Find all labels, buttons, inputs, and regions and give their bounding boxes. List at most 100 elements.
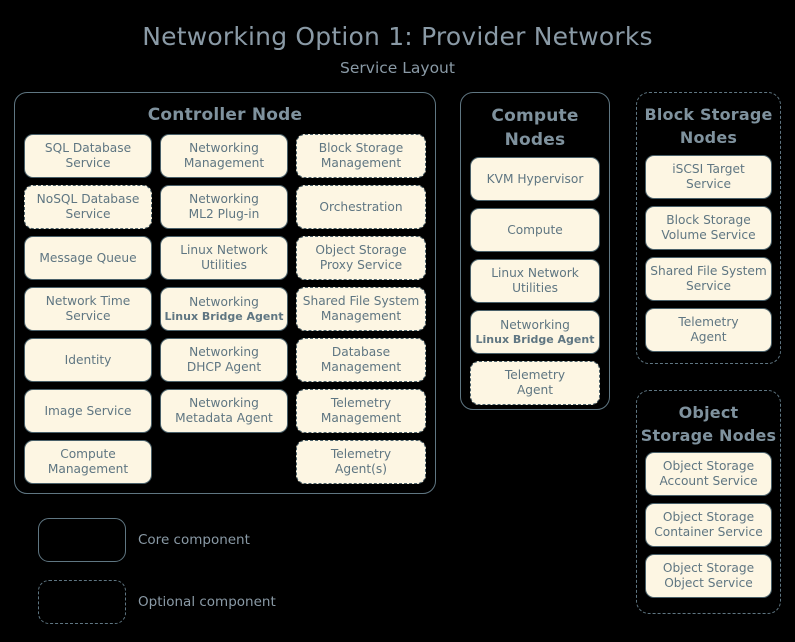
service-label-line-1: Object Storage xyxy=(662,561,755,575)
service-label-line-1: Image Service xyxy=(44,403,132,418)
service-label-line-2: Account Service xyxy=(659,474,758,488)
service-label-line-1: Linux Network xyxy=(180,243,268,257)
service-label-line-2: Agent xyxy=(690,330,727,344)
service-label-line-1: Shared File System xyxy=(302,294,420,308)
block-storage-nodes-title-line-2: Nodes xyxy=(679,128,738,147)
service-label-line-1: Networking xyxy=(189,396,259,410)
controller-service-identity[interactable]: Identity xyxy=(24,338,152,382)
service-label-line-1: iSCSI Target xyxy=(672,162,745,176)
service-label-line-1: Block Storage xyxy=(318,141,404,155)
service-label-line-1: Linux Network xyxy=(491,266,579,280)
compute-service-compute[interactable]: Compute xyxy=(470,208,600,252)
service-label-line-2: Service xyxy=(685,279,732,293)
service-label-line-1: Networking xyxy=(189,294,259,309)
service-label-line-1: Telemetry xyxy=(678,315,739,329)
service-label-line-2: DHCP Agent xyxy=(186,360,262,374)
block-storage-nodes-container: Block Storage Nodes xyxy=(636,92,781,364)
service-label-line-2: Service xyxy=(65,207,111,221)
service-label-line-2: Linux Bridge Agent xyxy=(164,309,284,323)
object-storage-nodes-title: Object Storage Nodes xyxy=(637,401,780,447)
service-label-line-1: Networking xyxy=(189,141,259,155)
legend-core-swatch xyxy=(38,518,126,562)
compute-nodes-title: Compute Nodes xyxy=(461,104,609,152)
legend-optional-swatch xyxy=(38,580,126,624)
service-label-line-2: Service xyxy=(65,156,111,170)
object-storage-nodes-title-line-2: Storage Nodes xyxy=(640,426,777,445)
service-label-line-2: Linux Bridge Agent xyxy=(475,332,595,346)
service-label-line-2: Management xyxy=(47,462,129,476)
service-label-line-1: Message Queue xyxy=(39,250,137,265)
object-storage-nodes-container: Object Storage Nodes xyxy=(636,390,781,614)
service-label-line-1: Telemetry xyxy=(330,396,392,410)
service-label-line-1: Compute xyxy=(60,447,116,461)
service-label-line-2: Agent(s) xyxy=(335,462,387,476)
service-label-line-1: Networking xyxy=(189,345,259,359)
service-label-line-2: Utilities xyxy=(512,281,558,295)
service-label-line-2: Management xyxy=(320,309,402,323)
service-label-line-1: Networking xyxy=(189,192,259,206)
block-storage-nodes-title: Block Storage Nodes xyxy=(637,103,780,149)
service-label-line-2: Utilities xyxy=(201,258,247,272)
service-label-line-1: Object Storage xyxy=(315,243,407,257)
page-subtitle: Service Layout xyxy=(340,59,455,77)
controller-node-container: Controller Node xyxy=(14,92,436,494)
controller-service-image-service[interactable]: Image Service xyxy=(24,389,152,433)
service-label-line-1: Networking xyxy=(500,317,570,332)
service-label-line-1: Block Storage xyxy=(666,213,751,227)
service-label-line-1: Telemetry xyxy=(330,447,392,461)
legend-core-label: Core component xyxy=(138,532,250,548)
service-label-line-2: Metadata Agent xyxy=(175,411,273,425)
page-title: Networking Option 1: Provider Networks xyxy=(142,22,653,51)
service-label-line-1: Database xyxy=(331,345,391,359)
compute-nodes-title-line-2: Nodes xyxy=(504,130,566,150)
service-label-line-2: Management xyxy=(183,156,265,170)
controller-node-title: Controller Node xyxy=(147,105,303,125)
controller-service-orchestration[interactable]: Orchestration xyxy=(296,185,426,229)
block-storage-nodes-title-line-1: Block Storage xyxy=(644,105,773,124)
service-label-line-2: Management xyxy=(320,411,402,425)
service-label-line-2: Service xyxy=(685,177,732,191)
service-label-line-2: Volume Service xyxy=(661,228,756,242)
service-label-line-1: Network Time xyxy=(45,294,131,308)
service-label-line-1: Object Storage xyxy=(662,510,755,524)
service-label-line-1: Telemetry xyxy=(504,368,566,382)
service-label-line-2: Proxy Service xyxy=(319,258,403,272)
service-label-line-1: SQL Database xyxy=(44,141,132,155)
service-label-line-1: Object Storage xyxy=(662,459,755,473)
legend-optional-label: Optional component xyxy=(138,594,276,610)
service-label-line-2: ML2 Plug-in xyxy=(188,207,260,221)
service-label-line-2: Object Service xyxy=(664,576,753,590)
service-label-line-1: KVM Hypervisor xyxy=(486,171,584,186)
compute-service-kvm-hypervisor[interactable]: KVM Hypervisor xyxy=(470,157,600,201)
service-label-line-1: Orchestration xyxy=(319,199,403,214)
service-label-line-2: Container Service xyxy=(654,525,763,539)
controller-service-message-queue[interactable]: Message Queue xyxy=(24,236,152,280)
